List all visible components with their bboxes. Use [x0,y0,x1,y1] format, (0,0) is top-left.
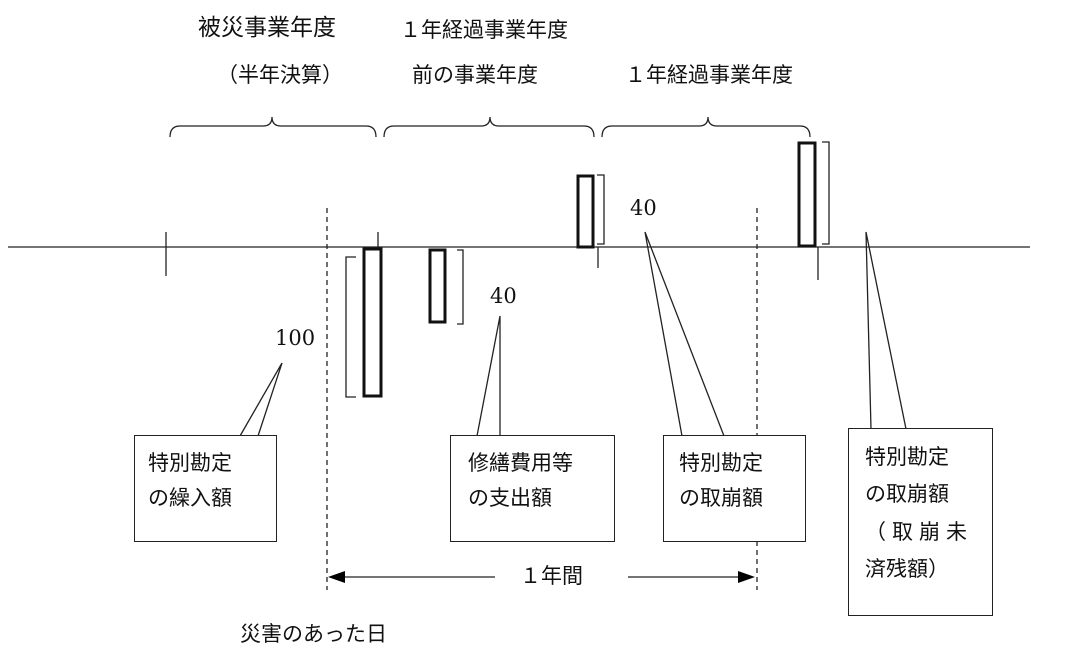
brace-prev-year [383,116,595,138]
brace-elapsed-year [601,116,811,138]
callout-remaining-line4: 済残額） [865,557,949,582]
bar-expense [428,248,447,324]
bracket-remaining [822,141,830,245]
brace-disaster-year [169,116,377,138]
prev-year-subtitle: 前の事業年度 [412,63,538,87]
callout-reversal: 特別勘定 の取崩額 [663,435,806,542]
bar-reversal [576,174,595,249]
amount-reversal: 40 [630,196,657,220]
amount-expense: 40 [490,284,517,308]
callout-remaining-line3: （取崩未 [865,519,973,544]
callout-expense-line1: 修繕費用等 [468,451,573,475]
callout-reversal-line2: の取崩額 [679,485,763,510]
bracket-reversal [597,174,605,245]
disaster-year-title: 被災事業年度 [198,15,336,41]
callout-expense-line2: の支出額 [468,485,552,510]
callout-remaining: 特別勘定 の取崩額 （取崩未 済残額） [848,428,993,616]
pointer-expense [476,315,501,437]
callout-reversal-line1: 特別勘定 [679,451,763,475]
callout-remaining-line1: 特別勘定 [865,445,949,469]
amount-transfer: 100 [275,326,316,350]
disaster-year-subtitle: （半年決算） [217,63,343,87]
pointer-remaining [865,231,907,430]
bracket-transfer [345,256,356,398]
callout-remaining-line2: の取崩額 [865,482,949,507]
span-label: １年間 [520,564,583,588]
arrowhead-right [738,571,755,583]
bracket-expense [457,249,464,325]
callout-transfer-line2: の繰入額 [148,485,232,510]
pointer-reversal [644,231,725,437]
elapsed-year-title: １年経過事業年度 [625,63,793,87]
arrowhead-left [328,571,345,583]
disaster-day-label: 災害のあった日 [240,622,387,646]
callout-transfer: 特別勘定 の繰入額 [134,435,277,542]
callout-expense: 修繕費用等 の支出額 [450,435,615,542]
pointer-transfer [239,362,283,437]
bar-remaining [797,141,817,248]
prev-year-title: １年経過事業年度 [400,18,568,42]
callout-transfer-line1: 特別勘定 [148,451,232,475]
bar-transfer [362,247,383,398]
